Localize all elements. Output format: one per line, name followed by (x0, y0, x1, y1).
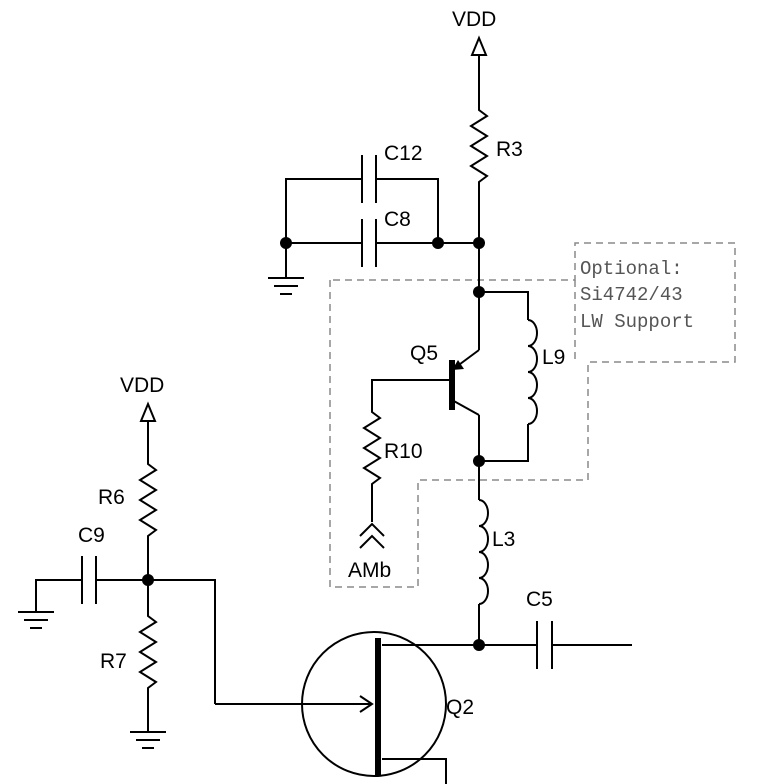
resistor-r3-label: R3 (496, 138, 523, 161)
capacitor-c5 (382, 621, 632, 669)
resistor-r7-label: R7 (100, 650, 127, 673)
resistor-r10 (362, 405, 382, 522)
junction-dot (473, 237, 485, 249)
junction-dot (473, 639, 485, 651)
inductor-l3-label: L3 (492, 528, 515, 551)
transistor-q2 (215, 631, 447, 784)
optional-note-line3: LW Support (580, 311, 694, 333)
junction-dot (473, 455, 485, 467)
capacitor-c9 (35, 556, 148, 612)
amb-input-connector (359, 522, 385, 549)
junction-dot (280, 237, 292, 249)
transistor-q5-label: Q5 (410, 342, 438, 365)
vdd-left-label: VDD (120, 374, 164, 397)
ground-symbol-bottom (130, 731, 166, 749)
ground-symbol-top (268, 243, 304, 295)
optional-region-outline (329, 242, 736, 588)
transistor-q5 (371, 292, 480, 461)
transistor-q2-label: Q2 (446, 696, 474, 719)
capacitor-c12-label: C12 (384, 142, 423, 165)
capacitor-c12 (285, 155, 439, 243)
inductor-l9-label: L9 (542, 346, 565, 369)
vdd-left-symbol (139, 401, 157, 458)
capacitor-c9-label: C9 (78, 524, 105, 547)
junction-dot (142, 574, 154, 586)
ground-symbol-left (18, 611, 54, 629)
resistor-r6 (138, 458, 158, 580)
resistor-r10-label: R10 (384, 440, 423, 463)
resistor-r6-label: R6 (98, 486, 125, 509)
capacitor-c8 (286, 219, 479, 267)
vdd-top-symbol (470, 35, 488, 105)
gate-wire (148, 579, 216, 704)
inductor-l3 (478, 461, 489, 645)
amb-input-label: AMb (348, 559, 391, 582)
junction-dot (473, 286, 485, 298)
inductor-l9 (479, 291, 538, 462)
resistor-r3 (469, 105, 489, 243)
vdd-top-label: VDD (452, 8, 496, 31)
capacitor-c8-label: C8 (384, 208, 411, 231)
resistor-r7 (138, 580, 158, 732)
junction-dot (432, 237, 444, 249)
capacitor-c5-label: C5 (526, 588, 553, 611)
optional-note-line2: Si4742/43 (580, 284, 683, 306)
optional-note-line1: Optional: (580, 258, 683, 280)
